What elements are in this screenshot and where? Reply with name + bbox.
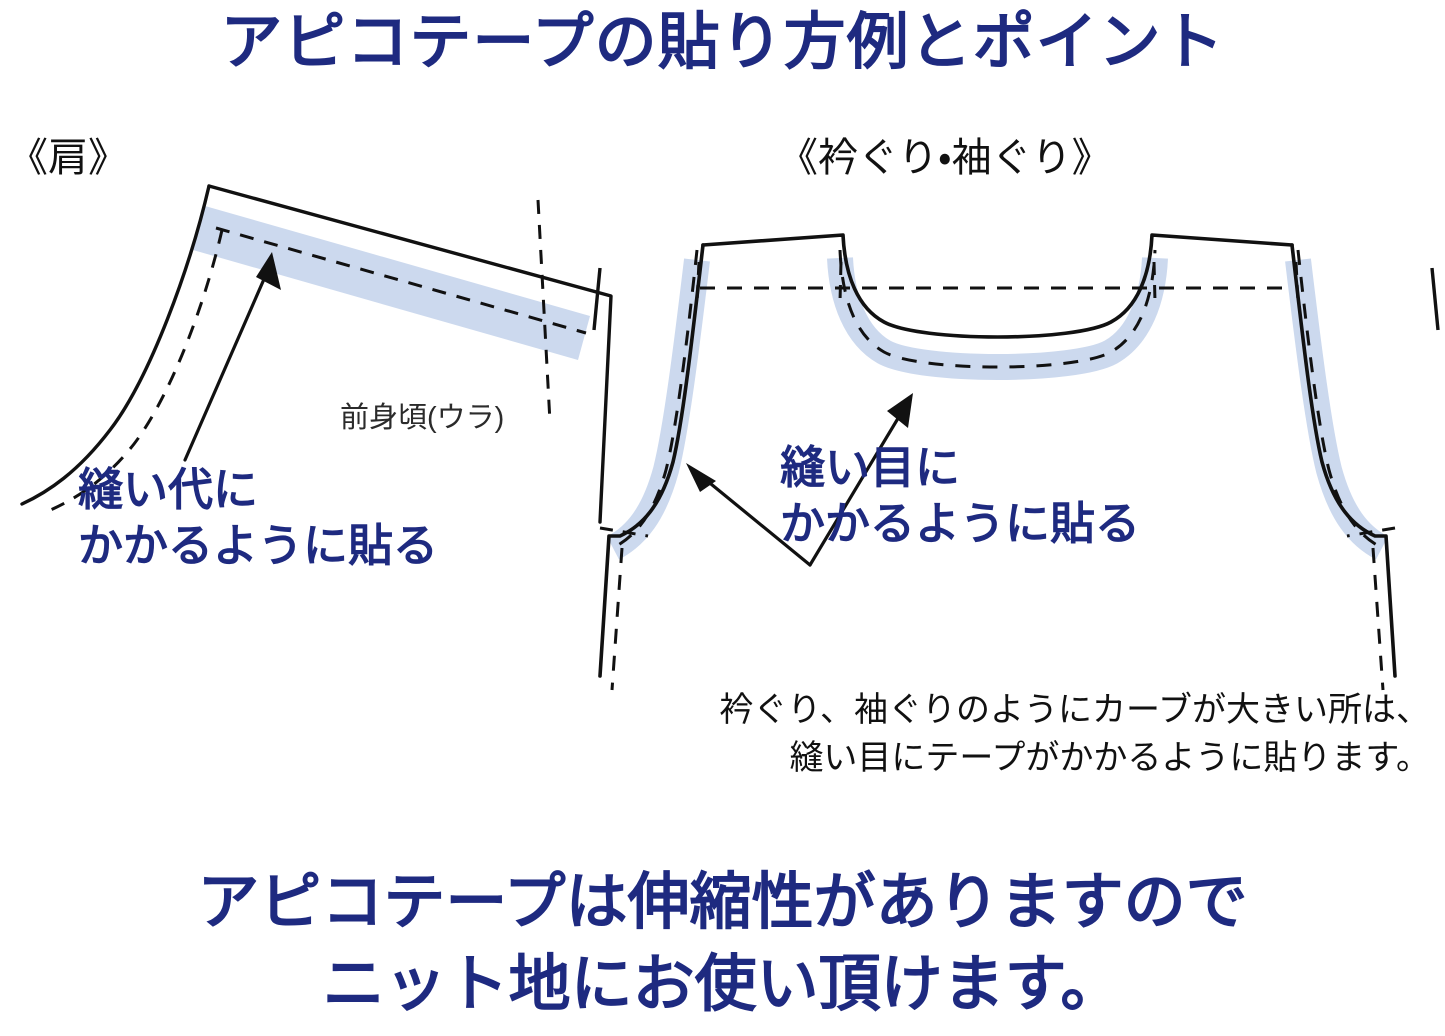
note-line2: 縫い目にテープがかかるように貼ります。	[789, 739, 1430, 777]
right-shoulder-edge-stub	[1430, 267, 1440, 331]
left-armhole-tape	[606, 258, 710, 560]
neckline-callout-arrowhead-right	[887, 393, 913, 428]
neckline-tape	[827, 257, 1168, 380]
notch-neckline-right	[1152, 261, 1157, 303]
neckline-callout-text: 縫い目に かかるように貼る	[780, 440, 1140, 552]
left-armhole-stitch-line	[612, 249, 699, 550]
section-label-neckline-armhole: 《衿ぐり・袖ぐり》	[778, 136, 1112, 180]
notch-left-underarm	[599, 526, 649, 538]
shoulder-notch-line	[536, 199, 552, 423]
shoulder-tape-band	[193, 206, 590, 360]
page-title: アピコテープの貼り方例とポイント	[220, 8, 1225, 77]
footer-statement: アピコテープは伸縮性がありますので ニット地にお使い頂けます。	[0, 862, 1445, 1026]
shoulder-callout-leader	[183, 268, 270, 462]
notch-left-armhole	[695, 261, 701, 303]
right-side-seam-dashes	[1371, 547, 1385, 691]
right-armhole-cut-edge	[1290, 243, 1397, 678]
right-armhole-tape	[1285, 258, 1389, 560]
bodice-top-outline	[701, 233, 1294, 339]
explanatory-note: 衿ぐり、袖ぐりのようにカーブが大きい所は、 縫い目にテープがかかるように貼ります…	[540, 686, 1430, 782]
notch-neckline-left	[838, 261, 843, 303]
right-armhole-stitch-line	[1296, 249, 1383, 550]
front-bodice-label: 前身頃(ウラ)	[340, 402, 505, 434]
shoulder-stitch-line	[215, 226, 587, 335]
footer-line1: アピコテープは伸縮性がありますので	[197, 868, 1248, 937]
section-label-shoulder: 《肩》	[8, 136, 128, 180]
footer-line2: ニット地にお使い頂けます。	[322, 950, 1123, 1019]
shoulder-callout-line2: かかるように貼る	[78, 520, 439, 571]
neckline-stitch-line	[838, 249, 1157, 369]
notch-right-underarm	[1346, 526, 1396, 538]
note-line1: 衿ぐり、袖ぐりのようにカーブが大きい所は、	[719, 691, 1430, 729]
neckline-callout-arrowhead-left	[686, 463, 716, 492]
neckline-callout-line2: かかるように貼る	[780, 498, 1141, 549]
armhole-cut-edge	[20, 184, 211, 506]
notch-right-armhole	[1294, 261, 1300, 303]
neckline-callout-line1: 縫い目に	[780, 442, 961, 493]
shoulder-callout-arrowhead	[256, 252, 281, 290]
shoulder-callout-line1: 縫い代に	[78, 464, 259, 515]
left-side-seam-dashes	[610, 547, 624, 691]
left-armhole-cut-edge	[598, 243, 705, 678]
shoulder-callout-text: 縫い代に かかるように貼る	[78, 462, 438, 574]
left-shoulder-edge-stub	[592, 267, 602, 331]
